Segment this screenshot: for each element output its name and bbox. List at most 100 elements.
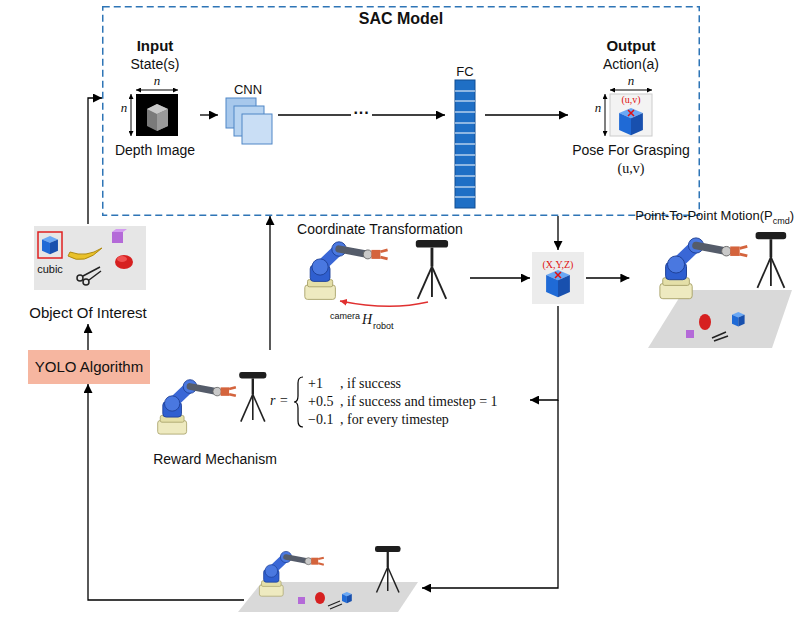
text-row: (X,Y,Z) bbox=[530, 254, 586, 272]
reward-value: −0.1 bbox=[308, 412, 333, 428]
reward-symbol: r = bbox=[270, 393, 288, 409]
scene-after-grasp bbox=[315, 592, 325, 604]
dimension-label: n bbox=[595, 100, 602, 116]
edge-label: ··· bbox=[351, 104, 373, 122]
reward-illustration bbox=[294, 377, 303, 427]
motion-illustration bbox=[756, 232, 787, 288]
reward-value: +1 bbox=[308, 376, 323, 392]
scene-image bbox=[34, 226, 146, 290]
node-title: CNN bbox=[234, 82, 262, 97]
depth-image bbox=[147, 104, 168, 131]
reward-illustration bbox=[158, 372, 303, 434]
scene-after-grasp bbox=[342, 592, 352, 603]
flow-line bbox=[88, 384, 244, 600]
reward-condition: , for every timestep bbox=[340, 412, 449, 428]
target-cube-image bbox=[546, 270, 570, 297]
scene-image bbox=[83, 267, 101, 280]
text-row: Depth Image bbox=[110, 141, 200, 159]
scene-image bbox=[112, 229, 127, 232]
text-row: Point-To-Point Motion(Pcmd) bbox=[629, 206, 796, 226]
grasp-image bbox=[619, 108, 643, 135]
flow-arrow bbox=[88, 98, 102, 224]
text-row: Reward Mechanism bbox=[153, 450, 277, 468]
text-row: Pose For Grasping bbox=[568, 141, 694, 159]
cnn-feature-maps bbox=[226, 98, 272, 144]
node-title: Output bbox=[606, 37, 655, 54]
flow-arrow bbox=[530, 306, 558, 400]
transform-illustration bbox=[305, 242, 388, 300]
scene-image bbox=[77, 275, 83, 281]
text-row: CNN bbox=[218, 80, 278, 98]
text-row: (u,v) bbox=[568, 159, 694, 177]
motion-figure: Point-To-Point Motion(Pcmd) bbox=[629, 206, 796, 352]
scene-after-grasp bbox=[328, 601, 342, 609]
flow-arrow bbox=[485, 114, 568, 115]
reward-condition: , if success and timestep = 1 bbox=[340, 394, 498, 410]
scene-after-grasp bbox=[298, 597, 305, 604]
scene-image bbox=[68, 248, 102, 260]
transform-figure: Coordinate Transformation bbox=[290, 220, 470, 336]
text-row: State(s) bbox=[110, 55, 200, 73]
flow-arrow bbox=[470, 277, 530, 278]
grasp-point-label: (u,v) bbox=[621, 94, 640, 105]
flow-arrow bbox=[586, 277, 629, 278]
scene-image bbox=[112, 232, 123, 243]
text-row: SAC Model bbox=[102, 10, 700, 28]
cnn-layers: CNN bbox=[218, 80, 278, 150]
reward-illustration bbox=[239, 372, 266, 422]
dimension-line bbox=[136, 90, 178, 91]
flow-line bbox=[422, 400, 558, 588]
dimension-label: n bbox=[154, 73, 161, 89]
flow-arrow bbox=[557, 216, 558, 250]
transform-symbol: H bbox=[362, 312, 372, 328]
dimension-label: n bbox=[628, 73, 635, 89]
node-text: State(s) bbox=[130, 56, 179, 72]
node-title: Reward Mechanism bbox=[153, 451, 277, 467]
cnn-feature-maps bbox=[242, 114, 272, 144]
flow-arrow bbox=[87, 324, 88, 350]
depth-image bbox=[157, 109, 168, 131]
node-title: (X,Y,Z) bbox=[543, 259, 574, 270]
node-text: ) bbox=[790, 208, 794, 223]
node-title: SAC Model bbox=[359, 10, 443, 27]
node-title: YOLO Algorithm bbox=[35, 358, 143, 375]
dimension-line bbox=[610, 90, 652, 91]
scene-image bbox=[117, 256, 127, 262]
node-text: (u,v) bbox=[618, 161, 645, 176]
text-row: Coordinate Transformation bbox=[290, 220, 470, 238]
output-image: OutputAction(a) Pose For Grasping (u,v) bbox=[568, 36, 694, 178]
target-cube-image bbox=[532, 252, 584, 304]
frame-subscript: robot bbox=[373, 321, 394, 331]
node-text: cmd bbox=[773, 216, 790, 226]
motion-illustration bbox=[648, 232, 792, 348]
fc-bar bbox=[455, 80, 475, 208]
node-title: Point-To-Point Motion(P bbox=[635, 208, 772, 223]
node-text: Pose For Grasping bbox=[572, 142, 690, 158]
fc-bar bbox=[455, 91, 475, 197]
flow-line bbox=[88, 384, 558, 600]
target-cube: (X,Y,Z) bbox=[530, 250, 586, 306]
motion-illustration bbox=[660, 238, 747, 299]
scene-after-grasp bbox=[375, 546, 401, 593]
text-row: Action(a) bbox=[568, 55, 694, 73]
input-image: InputState(s)Depth Image bbox=[110, 36, 200, 160]
transform-illustration bbox=[340, 301, 428, 306]
yolo-box: YOLO Algorithm bbox=[28, 350, 150, 384]
model-frame: SAC ModelInputState(s)Depth ImageCNNFCOu… bbox=[102, 6, 700, 216]
dimension-line bbox=[131, 94, 132, 136]
frame-superscript: camera bbox=[330, 311, 360, 321]
node-text: Action(a) bbox=[603, 56, 659, 72]
scene-image bbox=[115, 255, 133, 269]
reward-figure: Reward Mechanism bbox=[150, 350, 530, 472]
fc-layer: FC bbox=[445, 62, 485, 212]
scene-after-grasp bbox=[238, 546, 418, 612]
scene-image bbox=[42, 236, 58, 254]
flow-arrow bbox=[200, 114, 218, 115]
node-title: Coordinate Transformation bbox=[297, 221, 463, 237]
motion-illustration bbox=[712, 332, 728, 341]
node-title: FC bbox=[456, 64, 473, 79]
transform-illustration bbox=[416, 240, 448, 299]
scene-after-grasp bbox=[259, 551, 323, 596]
flow-arrow bbox=[269, 216, 270, 350]
